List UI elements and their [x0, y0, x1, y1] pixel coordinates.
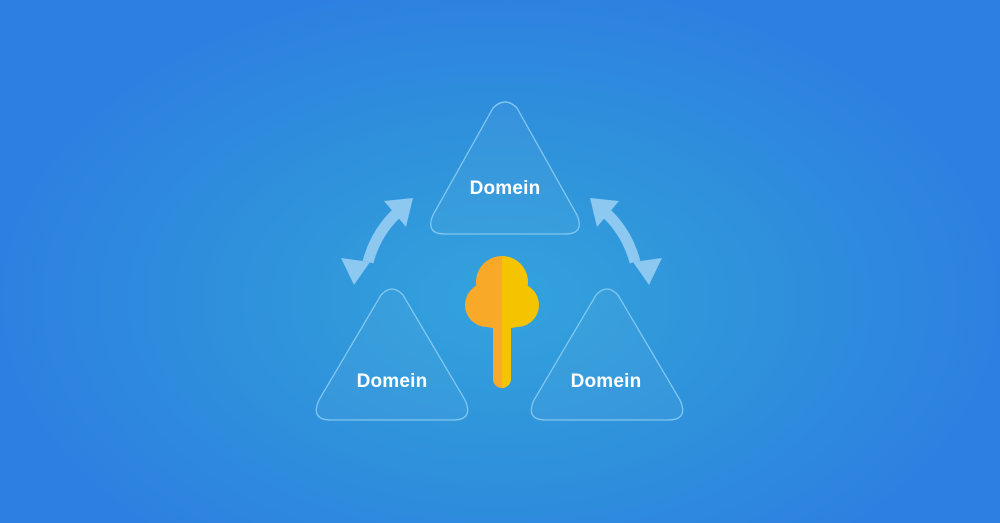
triangle-node-left — [315, 288, 469, 421]
node-label-right: Domein — [570, 371, 642, 392]
node-label-top: Domein — [469, 178, 541, 199]
triangle-node-top — [430, 101, 580, 235]
tree-icon — [465, 256, 539, 388]
bidirectional-arrow-left-icon — [341, 198, 413, 285]
bidirectional-arrow-right-icon — [590, 198, 662, 285]
node-label-left: Domein — [356, 371, 428, 392]
triangle-node-right — [530, 288, 684, 421]
